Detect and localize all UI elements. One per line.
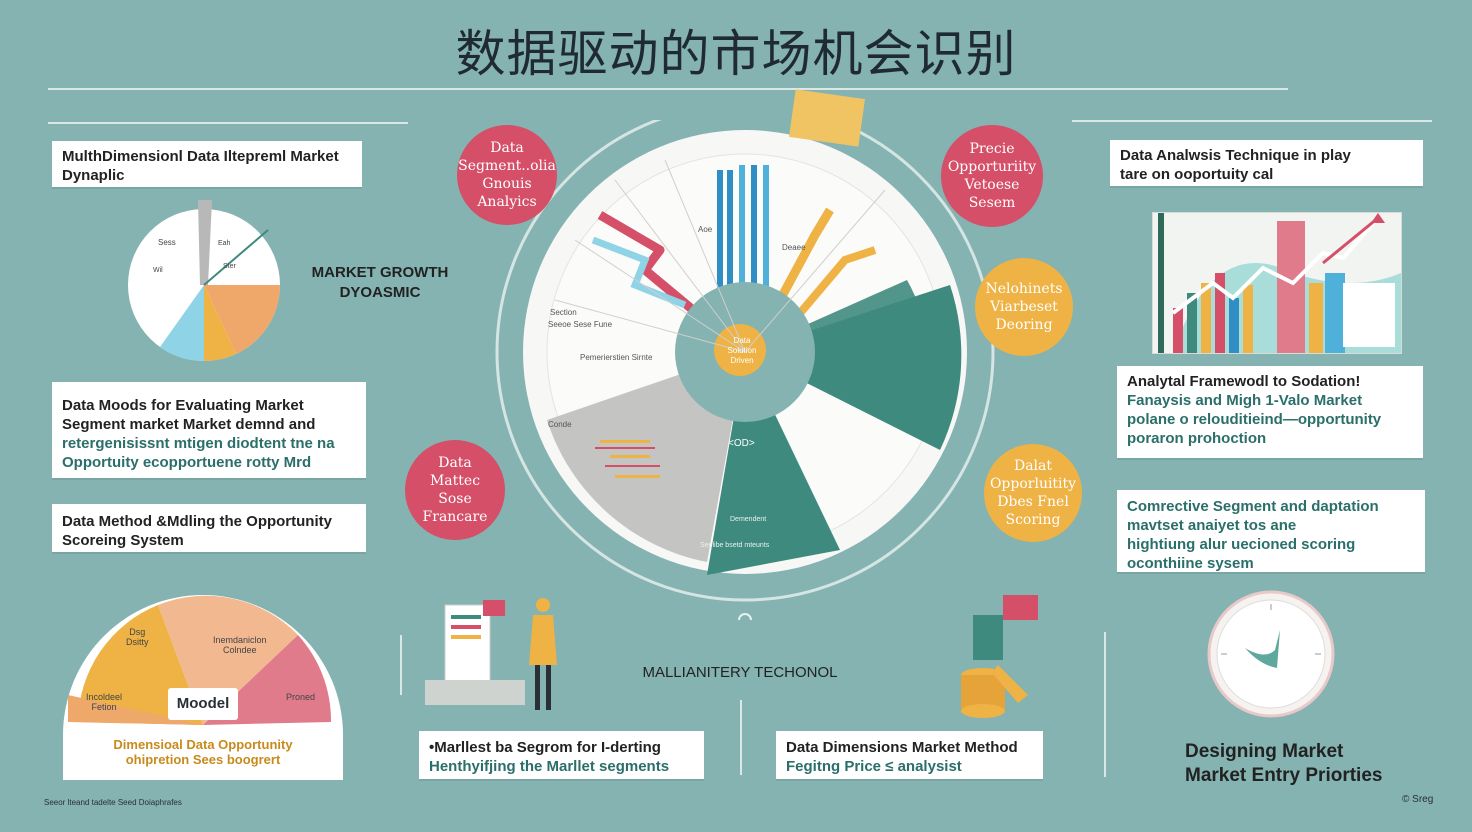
left-card-evaluating: Data Moods for Evaluating Market Segment… [52, 382, 366, 478]
connector [1104, 632, 1106, 777]
left-footer: Seeor lteand tadelte Seed Doiaphrafes [44, 798, 182, 807]
left-card-scoring: Data Method &Mdling the Opportunity Scor… [52, 504, 366, 552]
coin-icon [961, 595, 1038, 718]
gauge-graphic [63, 595, 343, 780]
gauge-seg4-label: Proned [286, 692, 316, 702]
right-connector [1072, 120, 1432, 122]
sticky-note [789, 89, 865, 147]
gauge-seg3-label: Incoldeel Fetion [86, 692, 123, 712]
bubble-opportunity-scoring: Dalat Opporluitity Dbes Fnel Scoring [984, 444, 1082, 542]
connector [740, 700, 742, 775]
yellow-trend-line [776, 207, 834, 303]
left-card-dynamics: MulthDimensionl Data Iltepreml Market Dy… [52, 141, 362, 187]
wheel-label: Pemerierstien Sirnte [580, 353, 653, 362]
gauge-seg1-label: Dsg Dsitty [126, 627, 149, 647]
blue-bars [717, 165, 769, 300]
market-growth-label: MARKET GROWTH DYOASMIC [311, 264, 449, 301]
left-gauge: Dsg Dsitty Inemdaniclon Colndee Incoldee… [58, 585, 348, 780]
pie-slice-blue [160, 285, 204, 361]
wheel-hub-label: Data Solution Driven [727, 336, 757, 365]
chart-icon [1158, 213, 1401, 353]
wheel-label: Demendent [730, 516, 767, 523]
red-trend-line [597, 211, 708, 324]
right-final-title: Designing Market Market Entry Priorties [1185, 741, 1383, 786]
pie-slice-orange [204, 285, 281, 354]
wheel-label: Seeoe Sese Fune [548, 320, 613, 329]
right-footer: © Sreg [1402, 794, 1434, 805]
wheel-label: Aoe [698, 225, 713, 234]
top-divider [48, 88, 1288, 90]
connector [400, 635, 402, 695]
right-chart-panel [1152, 212, 1402, 354]
gauge-icon [1207, 590, 1335, 718]
center-card-segments: •Marllest ba Segrom for I-derting Henthy… [419, 731, 704, 779]
center-card-method: Data Dimensions Market Method Fegitng Pr… [776, 731, 1043, 779]
center-wheel [495, 120, 995, 620]
bubble-market-scoring: Nelohinets Viarbeset Deoring [975, 258, 1073, 356]
bubble-segment-analysis: Data Segment..olia Gnouis Analyics [457, 125, 557, 225]
circle-icon: © [1402, 794, 1410, 805]
svg-text:Eah: Eah [218, 240, 231, 247]
card-line: Dynaplic [62, 167, 125, 184]
svg-text:Ster: Ster [223, 263, 237, 270]
right-card-technique: Data Analwsis Technique in play tare on … [1110, 140, 1423, 186]
card-line: MulthDimensionl Data Iltepreml Market [62, 148, 339, 165]
gauge-center-label: Moodel [176, 695, 230, 712]
bubble-precise-opportunity: Precie Opporturiity Vetoese Sesem [941, 125, 1043, 227]
pie-slice-yellow [204, 285, 236, 362]
wheel-badge: <OD> [728, 438, 755, 449]
gauge-caption: Dimensioal Data Opportunity ohipretion S… [113, 737, 293, 767]
bubble-market-score: Data Mattec Sose Francare [405, 440, 505, 540]
wheel-label: Deaee [782, 243, 806, 252]
wheel-label: Conde [548, 420, 572, 429]
wheel-sector-teal-right2 [745, 285, 962, 450]
left-pie-chart: Sess Eah Ster Wil [128, 200, 281, 362]
wheel-label: Seelibe bsetd mteunts [700, 542, 770, 549]
gauge-seg2-label: Inemdaniclon Colndee [213, 635, 267, 655]
right-card-framework: Analytal Framewodl to Sodation! Fanaysis… [1117, 366, 1423, 458]
page-title: 数据驱动的市场机会识别 [455, 25, 1017, 83]
left-connector [48, 122, 408, 124]
person-icon [425, 598, 557, 710]
svg-text:Sess: Sess [158, 238, 176, 247]
right-card-competitive: Comrective Segment and daptation mavtset… [1117, 490, 1425, 572]
svg-text:Wil: Wil [153, 267, 163, 274]
center-caption: MALLIANITERY TECHONOL [642, 664, 838, 681]
wheel-label: Section [550, 308, 577, 317]
pie-slice-gray [198, 200, 212, 285]
